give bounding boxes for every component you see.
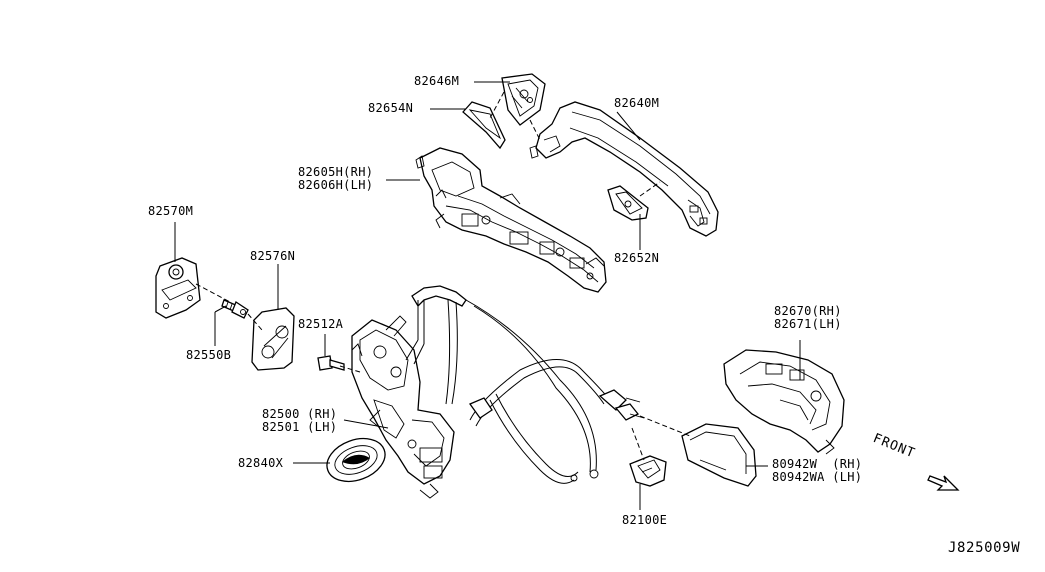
alignment-dashes bbox=[195, 91, 691, 461]
gasket-82652N bbox=[607, 185, 649, 221]
clip-82100E bbox=[629, 455, 667, 487]
escutcheon-cap-82646M bbox=[501, 73, 546, 126]
door-lock-82500-82501 bbox=[351, 315, 455, 499]
label-82512A: 82512A bbox=[298, 317, 344, 331]
label-82640M: 82640M bbox=[614, 96, 660, 110]
label-82646M: 82646M bbox=[414, 74, 460, 88]
outside-handle-82640M bbox=[529, 101, 719, 237]
escutcheon-80942W-80942WA bbox=[681, 423, 757, 487]
bolt-82550B bbox=[221, 299, 249, 319]
gasket-82654N bbox=[462, 101, 506, 150]
striker-82570M bbox=[155, 257, 201, 319]
front-arrow-icon bbox=[927, 475, 960, 491]
label-82576N: 82576N bbox=[250, 249, 296, 263]
label-82671-lh: 82671(LH) bbox=[774, 317, 842, 331]
label-82570M: 82570M bbox=[148, 204, 194, 218]
handle-bracket-82605H-82606H bbox=[415, 147, 607, 293]
label-82652N: 82652N bbox=[614, 251, 660, 265]
label-82840X: 82840X bbox=[238, 456, 284, 470]
inside-handle-82670-82671 bbox=[723, 349, 845, 455]
leader-lines bbox=[174, 81, 801, 510]
label-82654N: 82654N bbox=[368, 101, 414, 115]
grommet-82840X bbox=[326, 437, 386, 483]
label-82550B: 82550B bbox=[186, 348, 232, 362]
lock-cables bbox=[405, 285, 645, 484]
screw-82512A bbox=[317, 355, 345, 371]
label-82100E: 82100E bbox=[622, 513, 668, 527]
label-80942WA-lh: 80942WA (LH) bbox=[772, 470, 863, 484]
label-82606H-lh: 82606H(LH) bbox=[298, 178, 374, 192]
label-82670-rh: 82670(RH) bbox=[774, 304, 842, 318]
label-80942W-rh: 80942W (RH) bbox=[772, 457, 863, 471]
diagram-reference-code: J825009W bbox=[948, 540, 1021, 556]
cover-plate-82576N bbox=[251, 307, 295, 371]
label-82501-lh: 82501 (LH) bbox=[262, 420, 338, 434]
label-82605H-rh: 82605H(RH) bbox=[298, 165, 374, 179]
label-82500-rh: 82500 (RH) bbox=[262, 407, 338, 421]
